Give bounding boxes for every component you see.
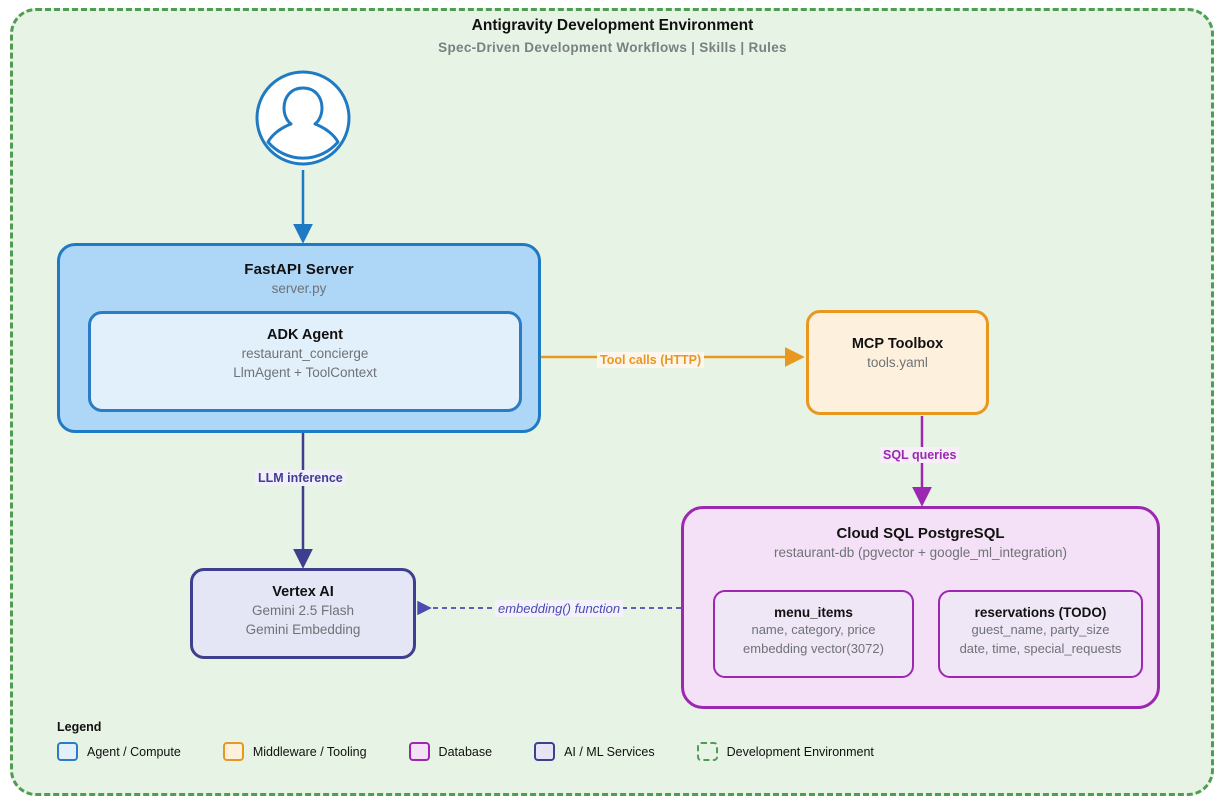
edge-label-sql-queries: SQL queries [880,447,960,463]
legend-label: Database [438,744,493,759]
edge-label-tool-calls: Tool calls (HTTP) [597,352,705,368]
diagram-header: Antigravity Development Environment Spec… [0,17,1225,55]
table-title: menu_items [774,605,853,620]
legend-label: AI / ML Services [564,744,655,759]
edge-label-embedding-function: embedding() function [495,600,624,617]
legend-label: Middleware / Tooling [252,744,367,759]
node-adk-agent[interactable]: ADK Agent restaurant_concierge LlmAgent … [88,311,522,412]
fastapi-title: FastAPI Server [244,261,354,278]
vertex-title: Vertex AI [272,584,334,600]
cloudsql-title: Cloud SQL PostgreSQL [836,525,1005,542]
cloudsql-subtitle: restaurant-db (pgvector + google_ml_inte… [773,545,1068,560]
table-line-1: guest_name, party_size [971,622,1110,637]
legend-title: Legend [57,720,102,734]
legend-swatch-icon [408,742,430,761]
legend-swatch-icon [57,742,78,761]
legend-swatch-icon [534,742,556,761]
legend-swatch-icon [696,742,718,761]
legend-row: Agent / Compute Middleware / Tooling Dat… [57,742,997,761]
legend-item-agent-compute: Agent / Compute [57,742,223,761]
mcp-title: MCP Toolbox [851,336,944,352]
table-title: reservations (TODO) [974,605,1107,620]
legend: Legend Agent / Compute Middleware / Tool… [57,720,997,761]
table-reservations[interactable]: reservations (TODO) guest_name, party_si… [938,590,1143,678]
legend-swatch-icon [222,742,244,761]
mcp-subtitle: tools.yaml [867,355,928,370]
legend-label: Development Environment [726,744,874,759]
page-title: Antigravity Development Environment [471,17,754,34]
adk-subtitle-1: restaurant_concierge [241,346,369,361]
adk-title: ADK Agent [267,327,343,343]
adk-subtitle-2: LlmAgent + ToolContext [233,365,377,380]
vertex-subtitle-2: Gemini Embedding [245,622,361,637]
table-line-2: date, time, special_requests [959,640,1122,656]
legend-item-ai-ml-services: AI / ML Services [534,742,697,761]
legend-item-development-environment: Development Environment [696,742,916,761]
legend-item-middleware-tooling: Middleware / Tooling [222,742,409,761]
table-line-2: embedding vector(3072) [743,640,884,656]
table-line-1: name, category, price [751,622,876,637]
legend-label: Agent / Compute [87,744,181,759]
edge-label-llm-inference: LLM inference [255,470,346,486]
fastapi-subtitle: server.py [271,281,327,296]
node-mcp-toolbox[interactable]: MCP Toolbox tools.yaml [806,310,989,415]
vertex-subtitle-1: Gemini 2.5 Flash [251,603,355,618]
node-vertex-ai[interactable]: Vertex AI Gemini 2.5 Flash Gemini Embedd… [190,568,416,659]
table-menu-items[interactable]: menu_items name, category, price embeddi… [713,590,914,678]
legend-item-database: Database [408,742,535,761]
page-subtitle: Spec-Driven Development Workflows | Skil… [438,40,787,55]
